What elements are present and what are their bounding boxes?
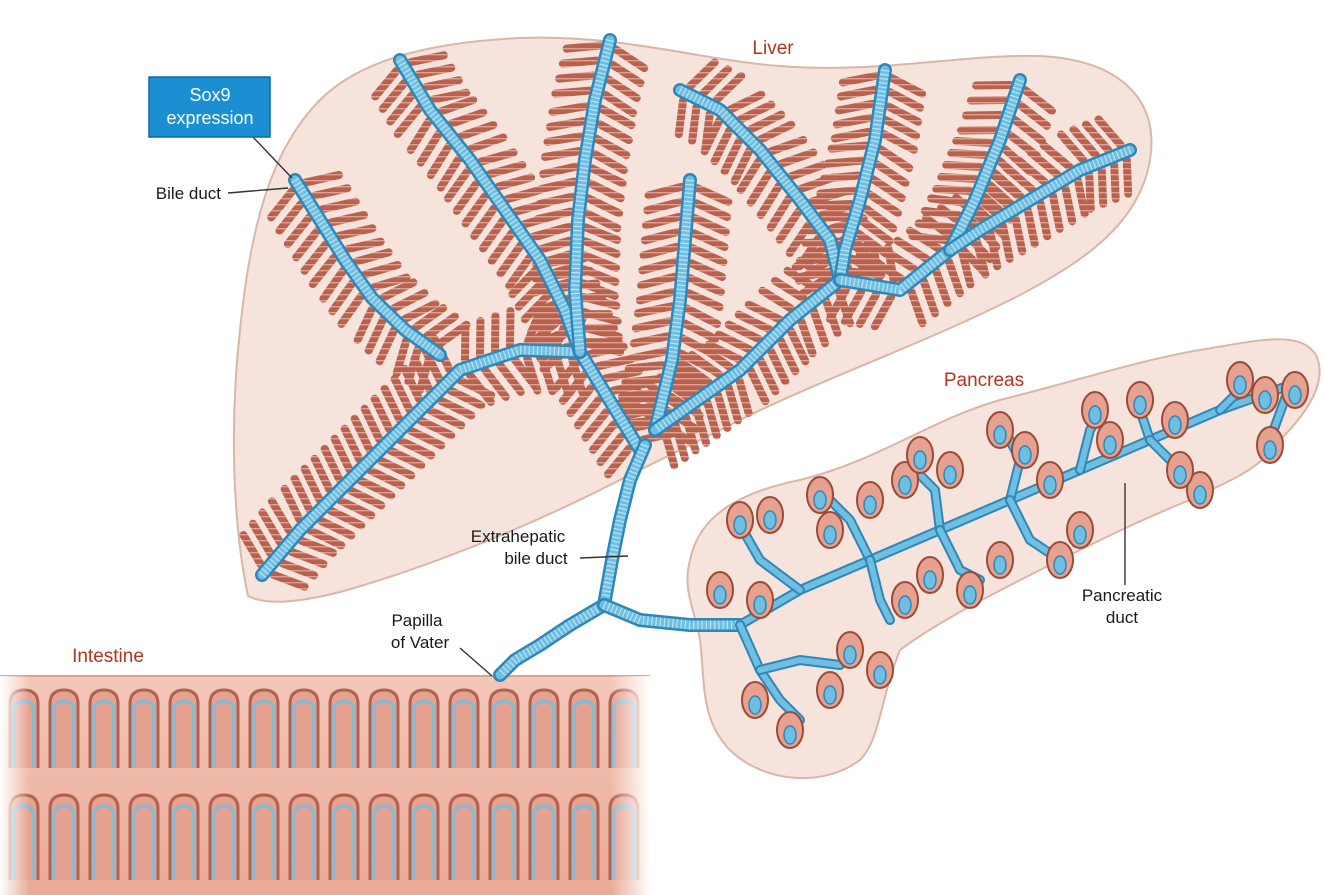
acinus-duct-tip [994, 426, 1006, 444]
hepatocyte-cord [1127, 160, 1128, 194]
hepatocyte-cord [1114, 165, 1115, 199]
extrahepatic-label-line2: bile duct [504, 549, 568, 568]
hepatocyte-cord [966, 115, 1000, 116]
acinus-duct-tip [734, 516, 746, 534]
acinus-duct-tip [844, 646, 856, 664]
sox9-label-line2: expression [166, 108, 253, 128]
hepatocyte-cord [951, 153, 985, 155]
acinus-duct-tip [899, 596, 911, 614]
acinus-duct-tip [749, 696, 761, 714]
acinus-duct-tip [1234, 376, 1246, 394]
hepatocyte-cord [559, 76, 593, 79]
acinus-duct-tip [874, 666, 886, 684]
hepatocyte-cord [545, 151, 578, 157]
papilla-label-line2: of Vater [391, 633, 450, 652]
hepatocyte-cord [800, 271, 833, 277]
hepatocyte-cord [563, 61, 597, 64]
hepatocyte-cord [1102, 170, 1103, 204]
intestine-label: Intestine [72, 646, 144, 667]
acinus-duct-tip [924, 571, 936, 589]
hepatocyte-cord [961, 130, 995, 131]
acinus-duct-tip [1194, 486, 1206, 504]
hepatocyte-cord [976, 85, 1010, 86]
acinus-duct-tip [814, 491, 826, 509]
acinus-duct-tip [1074, 526, 1086, 544]
acinus-duct-tip [864, 496, 876, 514]
acinus-duct-tip [784, 726, 796, 744]
acinus-duct-tip [1169, 416, 1181, 434]
hepatocyte-cord [820, 191, 854, 194]
hepatocyte-cord [873, 245, 879, 278]
acinus-duct-tip [754, 596, 766, 614]
acinus-duct-tip [899, 476, 911, 494]
hepatocyte-cord [971, 100, 1005, 101]
liver-label: Liver [752, 38, 794, 59]
sox9-label-line1: Sox9 [189, 85, 230, 105]
hepatocyte-cord [510, 311, 511, 345]
hepatocyte-cord [550, 121, 583, 127]
acinus-duct-tip [1054, 556, 1066, 574]
hepatocyte-cord [692, 107, 696, 141]
hepatocyte-cord [824, 176, 858, 179]
hepatocyte-cord [817, 204, 851, 206]
pancreas-label: Pancreas [944, 370, 1024, 391]
bile-duct-label: Bile duct [156, 184, 221, 203]
acinus-duct-tip [764, 511, 776, 529]
hepatocyte-cord [941, 177, 975, 179]
hepatocyte-cord [465, 326, 466, 360]
hepatocyte-cord [495, 316, 496, 350]
extrahepatic-leader [580, 556, 628, 558]
acinus-duct-tip [964, 586, 976, 604]
papilla-leader [460, 648, 492, 676]
hepatocyte-cord [480, 321, 481, 355]
acinus-duct-tip [824, 686, 836, 704]
hepatocyte-cord [679, 100, 683, 134]
hepatocyte-cord [552, 106, 585, 112]
hepatocyte-cord [888, 247, 894, 280]
acinus-duct-tip [1289, 386, 1301, 404]
acinus-duct-tip [994, 556, 1006, 574]
acinus-duct-tip [714, 586, 726, 604]
acinus-duct-tip [1089, 406, 1101, 424]
hepatocyte-cord [828, 161, 862, 164]
hepatocyte-cord [625, 379, 659, 382]
acinus-duct-tip [1104, 436, 1116, 454]
hepatocyte-cord [832, 146, 866, 149]
duct-lumen [500, 605, 604, 675]
hepatocyte-cord [567, 46, 601, 49]
extrahepatic-label-line1: Extrahepatic [471, 527, 566, 546]
acinus-duct-tip [1174, 466, 1186, 484]
acinus-duct-tip [1264, 441, 1276, 459]
hepatocyte-cord [555, 91, 589, 94]
hepatocyte-cord [547, 136, 580, 142]
acinus-duct-tip [824, 526, 836, 544]
acinus-duct-tip [914, 451, 926, 469]
hepatocyte-cord [1089, 175, 1090, 209]
acinus-duct-tip [1134, 396, 1146, 414]
hepatocyte-cord [956, 141, 990, 143]
hepatocyte-cord [629, 365, 663, 368]
papilla-label-line1: Papilla [391, 611, 443, 630]
acinus-duct-tip [1044, 476, 1056, 494]
acinus-duct-tip [944, 466, 956, 484]
pancreatic-duct-label-line1: Pancreatic [1082, 586, 1163, 605]
acinus-duct-tip [1019, 446, 1031, 464]
acinus-duct-tip [1259, 391, 1271, 409]
hepatocyte-cord [946, 165, 980, 167]
pancreatic-duct-label-line2: duct [1106, 608, 1138, 627]
hepatocyte-cord [858, 242, 864, 275]
